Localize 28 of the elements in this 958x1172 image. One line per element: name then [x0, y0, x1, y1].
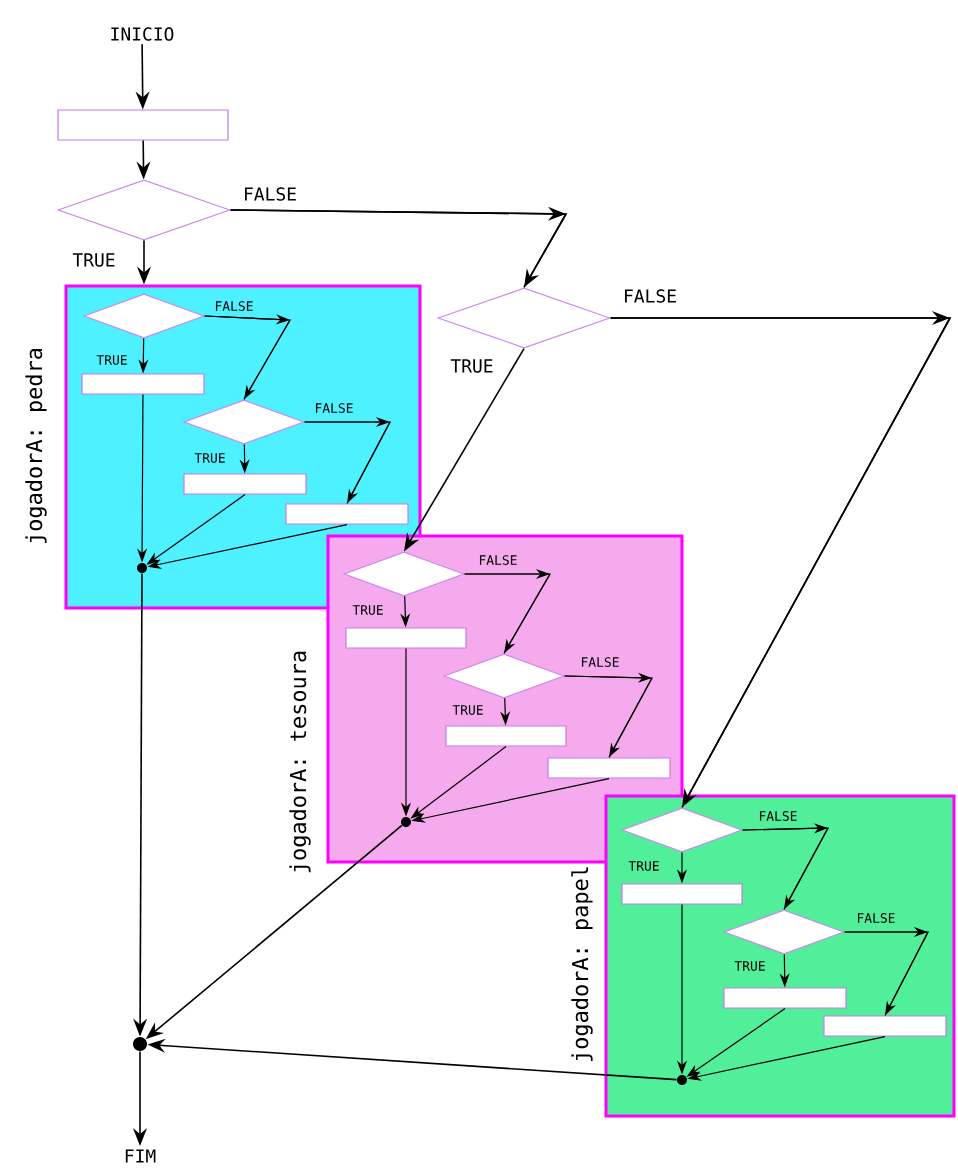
process-box	[183, 473, 307, 495]
edge-label: TRUE	[450, 359, 493, 373]
arrow	[229, 206, 568, 289]
process-box	[285, 503, 409, 525]
arrow	[844, 926, 929, 1016]
start-label: INICIO	[111, 27, 174, 41]
edge-label: FALSE	[625, 289, 676, 303]
arrow	[464, 568, 552, 654]
arrow	[564, 672, 653, 758]
arrow	[609, 310, 952, 809]
process-box	[57, 109, 229, 141]
edge-label: TRUE	[72, 253, 115, 267]
junction-dot	[133, 1037, 147, 1051]
arrow	[742, 823, 829, 910]
process-box	[547, 757, 671, 779]
process-box	[445, 725, 567, 747]
process-box	[81, 373, 205, 395]
node-label: jogadorA: pedra	[25, 348, 47, 543]
process-box	[823, 1015, 947, 1037]
process-box	[621, 883, 743, 905]
edge-label: FALSE	[245, 187, 296, 201]
end-label: FIM	[125, 1149, 156, 1163]
process-box	[345, 627, 467, 649]
process-box	[723, 987, 847, 1009]
arrow	[304, 416, 391, 504]
node-label: jogadorA: tesoura	[289, 651, 311, 873]
node-label: jogadorA: papel	[571, 867, 593, 1061]
arrow	[204, 314, 291, 400]
